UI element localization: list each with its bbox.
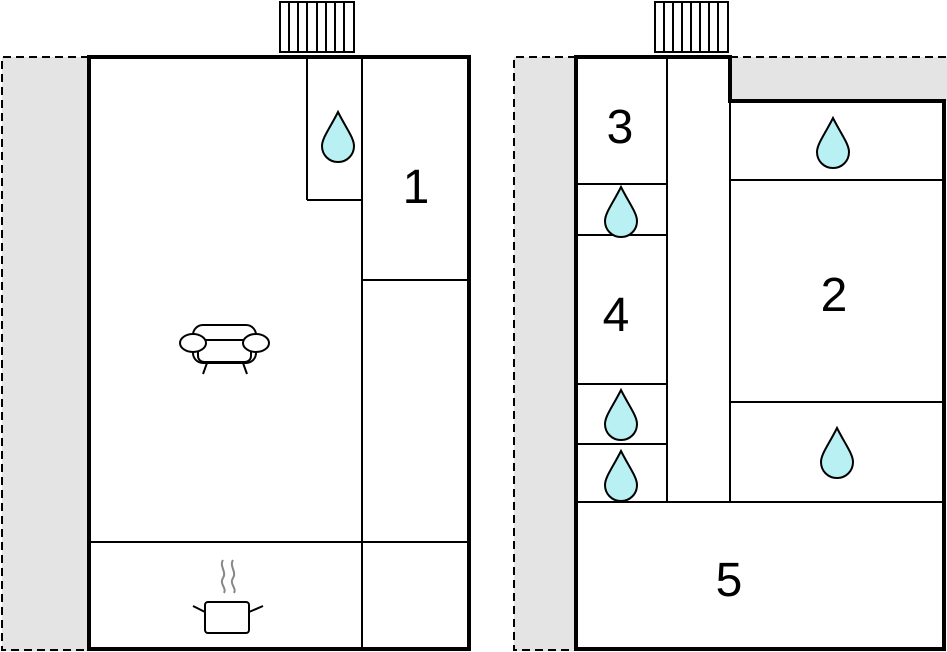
room-label-1: 1 bbox=[403, 161, 430, 214]
stairs-icon bbox=[654, 1, 729, 53]
room-label-2: 2 bbox=[821, 269, 848, 322]
left-floor: 1 bbox=[1, 1, 471, 651]
right-floor: 3 4 2 5 bbox=[513, 1, 947, 651]
outdoor-area bbox=[514, 57, 576, 651]
room-label-5: 5 bbox=[716, 554, 743, 607]
terrace-area bbox=[730, 57, 947, 101]
sofa-icon bbox=[179, 324, 270, 375]
outdoor-area bbox=[2, 57, 89, 651]
room-label-4: 4 bbox=[603, 289, 630, 342]
inner-walls bbox=[89, 57, 469, 649]
outdoor-boundary bbox=[513, 56, 576, 651]
outer-wall bbox=[87, 55, 471, 651]
room-label-3: 3 bbox=[607, 101, 634, 154]
outdoor-boundary bbox=[1, 56, 89, 651]
cooking-pot-icon bbox=[192, 559, 264, 634]
inner-walls bbox=[576, 57, 944, 503]
stairs-icon bbox=[279, 1, 355, 53]
